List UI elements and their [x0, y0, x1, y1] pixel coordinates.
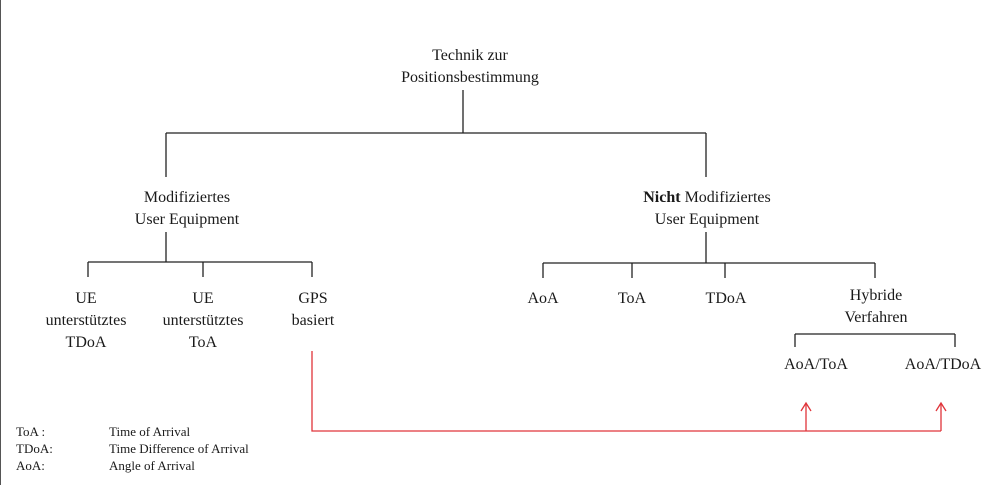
node-aoa-tdoa-line1: AoA/TDoA — [904, 356, 982, 373]
arrowhead-aoa-toa — [800, 401, 812, 412]
node-gps-line1: GPS — [298, 290, 328, 307]
node-aoa-toa-line1: AoA/ToA — [784, 356, 848, 373]
legend-row-tdoa: TDoA: Time Difference of Arrival — [16, 440, 249, 457]
node-unmodified-line1: Nicht Modifiziertes — [643, 187, 771, 209]
legend-row-aoa: AoA: Angle of Arrival — [16, 457, 249, 474]
node-modified-line1: Modifiziertes — [143, 189, 231, 206]
node-gps: GPS basiert — [292, 288, 335, 332]
node-ue-tdoa-line2: unterstütztes — [45, 312, 127, 329]
node-ue-toa: UE unterstütztes ToA — [163, 288, 244, 354]
node-aoa-tdoa: AoA/TDoA — [905, 354, 981, 376]
node-aoa-line1: AoA — [527, 290, 559, 307]
node-root-line2: Positionsbestimmung — [401, 69, 539, 86]
node-aoa: AoA — [527, 288, 558, 310]
node-hybrid-line1: Hybride — [849, 287, 903, 304]
node-tdoa: TDoA — [706, 288, 747, 310]
node-hybrid: Hybride Verfahren — [844, 285, 907, 329]
node-ue-toa-line1: UE — [192, 290, 214, 307]
node-unmodified: Nicht Modifiziertes User Equipment — [643, 187, 771, 231]
node-aoa-toa: AoA/ToA — [784, 354, 848, 376]
node-toa-line1: ToA — [617, 290, 647, 307]
legend-meaning: Time of Arrival — [109, 424, 191, 439]
gps-link-line — [311, 351, 941, 432]
node-root-line1: Technik zur — [432, 47, 508, 64]
legend-row-toa: ToA : Time of Arrival — [16, 423, 249, 440]
node-ue-tdoa-line3: TDoA — [65, 334, 107, 351]
node-toa: ToA — [618, 288, 646, 310]
node-tdoa-line1: TDoA — [705, 290, 747, 307]
node-unmodified-rest: Modifiziertes — [680, 189, 771, 206]
node-gps-line2: basiert — [291, 312, 335, 329]
legend-meaning: Time Difference of Arrival — [109, 441, 249, 456]
node-root: Technik zur Positionsbestimmung — [401, 45, 539, 89]
node-hybrid-line2: Verfahren — [844, 309, 908, 326]
node-ue-toa-line3: ToA — [188, 334, 218, 351]
left-border — [0, 0, 1, 485]
node-ue-tdoa: UE unterstütztes TDoA — [46, 288, 127, 354]
node-modified: Modifiziertes User Equipment — [135, 187, 239, 231]
node-ue-tdoa-line1: UE — [75, 290, 97, 307]
arrowhead-aoa-tdoa — [935, 401, 947, 412]
node-unmodified-bold: Nicht — [643, 189, 681, 206]
legend-meaning: Angle of Arrival — [109, 458, 195, 473]
node-ue-toa-line2: unterstütztes — [162, 312, 244, 329]
legend-abbr: TDoA: — [16, 441, 53, 456]
legend-abbr: AoA: — [16, 458, 45, 473]
node-unmodified-line2: User Equipment — [654, 211, 760, 228]
legend: ToA : Time of Arrival TDoA: Time Differe… — [16, 423, 249, 474]
node-modified-line2: User Equipment — [134, 211, 240, 228]
legend-abbr: ToA : — [16, 424, 46, 439]
